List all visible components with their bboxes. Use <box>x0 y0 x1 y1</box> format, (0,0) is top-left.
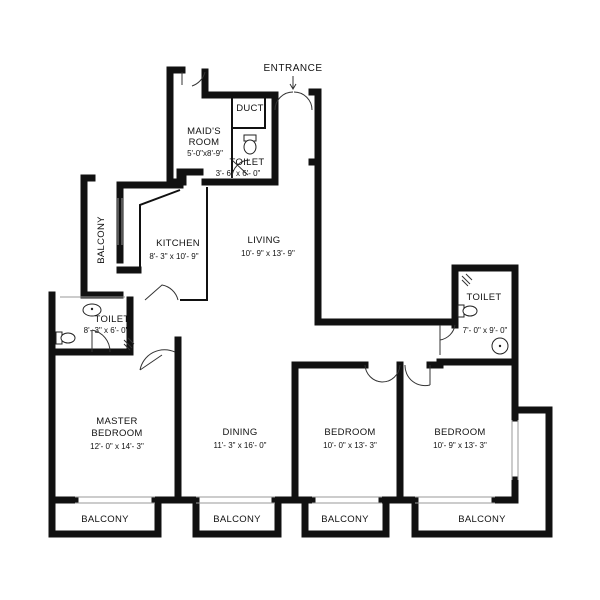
kitchen-balcony-wall <box>80 174 124 299</box>
windows <box>60 198 519 504</box>
window-kitchen-balcony <box>117 198 123 245</box>
kitchen-wall-thin <box>139 187 208 301</box>
bedroom-mid-dims: 10'- 0" x 13'- 3" <box>323 441 377 450</box>
duct-wall <box>231 98 266 129</box>
fixtures <box>55 134 509 355</box>
balcony-4-label: BALCONY <box>458 514 506 525</box>
bedroom-right-door <box>404 364 431 387</box>
maids-room-dims: 5'-0"x8'-9" <box>187 149 223 158</box>
entrance-label: ENTRANCE <box>263 63 322 74</box>
bedroom-right-label: BEDROOM <box>434 427 485 438</box>
bedroom-mid-label: BEDROOM <box>324 427 375 438</box>
duct-label: DUCT <box>236 103 264 114</box>
maids-room-label-1: MAID'S <box>187 126 221 137</box>
window-right-bedroom <box>511 420 519 480</box>
living-right-wall <box>308 88 454 326</box>
dining-wall <box>174 336 369 504</box>
bedroom-mid-door <box>364 364 401 383</box>
maid-toilet-label: TOILET <box>230 157 265 168</box>
right-toilet-dims: 7'- 0" x 9'- 0" <box>463 326 508 335</box>
right-toilet-label: TOILET <box>467 292 502 303</box>
master-bedroom-dims: 12'- 0" x 14'- 3" <box>90 442 144 451</box>
left-toilet-shower-icon <box>123 337 135 351</box>
left-toilet-basin-icon <box>82 303 102 317</box>
maid-toilet-dims: 3'- 6" x 6'- 0" <box>216 169 261 178</box>
doors <box>91 71 456 387</box>
dining-label: DINING <box>222 427 257 438</box>
balcony-4-outline <box>411 406 553 538</box>
walls <box>48 66 553 538</box>
maids-room-door <box>181 71 206 87</box>
master-bedroom-label-1: MASTER <box>96 416 137 427</box>
maid-toilet-wc-icon <box>243 134 257 155</box>
maids-room-label-2: ROOM <box>189 137 220 148</box>
left-toilet-wall <box>48 291 134 356</box>
kitchen-balcony-label: BALCONY <box>96 216 107 264</box>
living-dims: 10'- 9" x 13'- 9" <box>241 249 295 258</box>
living-label: LIVING <box>248 235 281 246</box>
balcony-2-label: BALCONY <box>213 514 261 525</box>
left-toilet-label: TOILET <box>95 314 130 325</box>
balcony-3-outline <box>301 496 390 538</box>
kitchen-label: KITCHEN <box>156 238 200 249</box>
window-balcony-2 <box>196 496 275 504</box>
maid-toilet-door <box>231 159 251 179</box>
balcony-1-outline <box>48 496 162 538</box>
kitchen-door <box>144 284 179 301</box>
window-balcony-3 <box>312 496 382 504</box>
right-toilet-wc-icon <box>457 304 478 318</box>
kitchen-dims: 8'- 3" x 10'- 9" <box>149 252 198 261</box>
entrance-door <box>274 91 313 111</box>
master-bedroom-label-2: BEDROOM <box>91 428 142 439</box>
window-balcony-4 <box>415 496 495 504</box>
right-toilet-basin-icon <box>491 337 509 355</box>
balcony-2-outline <box>192 496 282 538</box>
maids-room-top-wall <box>201 68 279 186</box>
right-toilet-shower-icon <box>461 273 473 287</box>
dining-dims: 11'- 3" x 16'- 0" <box>213 441 266 450</box>
left-toilet-wc-icon <box>55 331 76 345</box>
bedroom-right-dims: 10'- 9" x 13'- 3" <box>433 441 487 450</box>
window-balcony-1 <box>75 496 155 504</box>
entrance-arrow-icon <box>289 76 297 90</box>
balcony-1-label: BALCONY <box>81 514 129 525</box>
master-bedroom-door <box>139 349 176 371</box>
balcony-3-label: BALCONY <box>321 514 369 525</box>
kitchen-wall <box>116 168 184 274</box>
left-toilet-dims: 8'- 3" x 6'- 0" <box>84 326 129 335</box>
left-toilet-door <box>91 329 111 353</box>
right-toilet-door <box>439 324 456 355</box>
right-toilet-wall <box>451 264 519 422</box>
